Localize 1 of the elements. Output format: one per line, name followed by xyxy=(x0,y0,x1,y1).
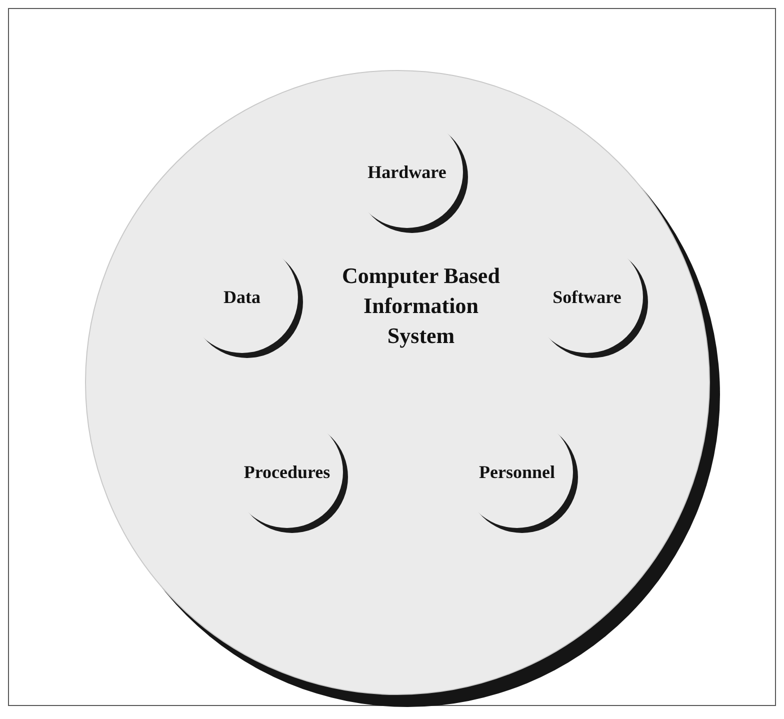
center-label: Computer Based Information System xyxy=(341,262,501,350)
